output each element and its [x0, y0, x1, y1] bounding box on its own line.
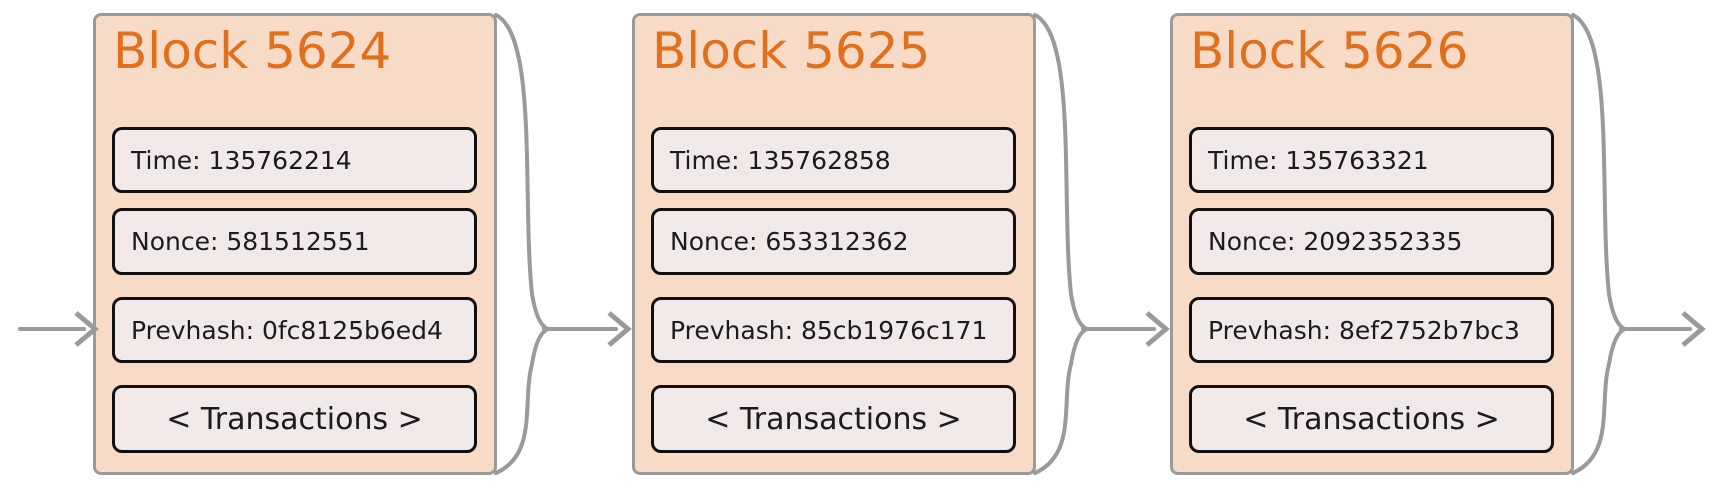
nonce-field: Nonce: 2092352335 — [1189, 208, 1554, 275]
transactions-field: < Transactions > — [112, 385, 477, 453]
block3-brace — [1571, 13, 1627, 475]
incoming-arrow-icon — [18, 311, 99, 347]
time-field: Time: 135762214 — [112, 127, 477, 193]
block-title: Block 5624 — [113, 22, 392, 80]
time-field: Time: 135763321 — [1189, 127, 1554, 193]
transactions-field: < Transactions > — [1189, 385, 1554, 453]
outgoing-arrow-icon — [1619, 311, 1706, 347]
time-field: Time: 135762858 — [651, 127, 1016, 193]
nonce-field: Nonce: 653312362 — [651, 208, 1016, 275]
block-card-5625: Block 5625 Time: 135762858 Nonce: 653312… — [632, 13, 1036, 475]
block2-brace — [1033, 13, 1089, 475]
prevhash-field: Prevhash: 8ef2752b7bc3 — [1189, 297, 1554, 363]
block-title: Block 5625 — [652, 22, 931, 80]
arrow-block1-to-block2-icon — [542, 311, 632, 347]
nonce-field: Nonce: 581512551 — [112, 208, 477, 275]
block1-brace — [494, 13, 550, 475]
block-card-5624: Block 5624 Time: 135762214 Nonce: 581512… — [93, 13, 497, 475]
arrow-block2-to-block3-icon — [1081, 311, 1170, 347]
block-card-5626: Block 5626 Time: 135763321 Nonce: 209235… — [1170, 13, 1574, 475]
prevhash-field: Prevhash: 0fc8125b6ed4 — [112, 297, 477, 363]
transactions-field: < Transactions > — [651, 385, 1016, 453]
block-title: Block 5626 — [1190, 22, 1469, 80]
prevhash-field: Prevhash: 85cb1976c171 — [651, 297, 1016, 363]
